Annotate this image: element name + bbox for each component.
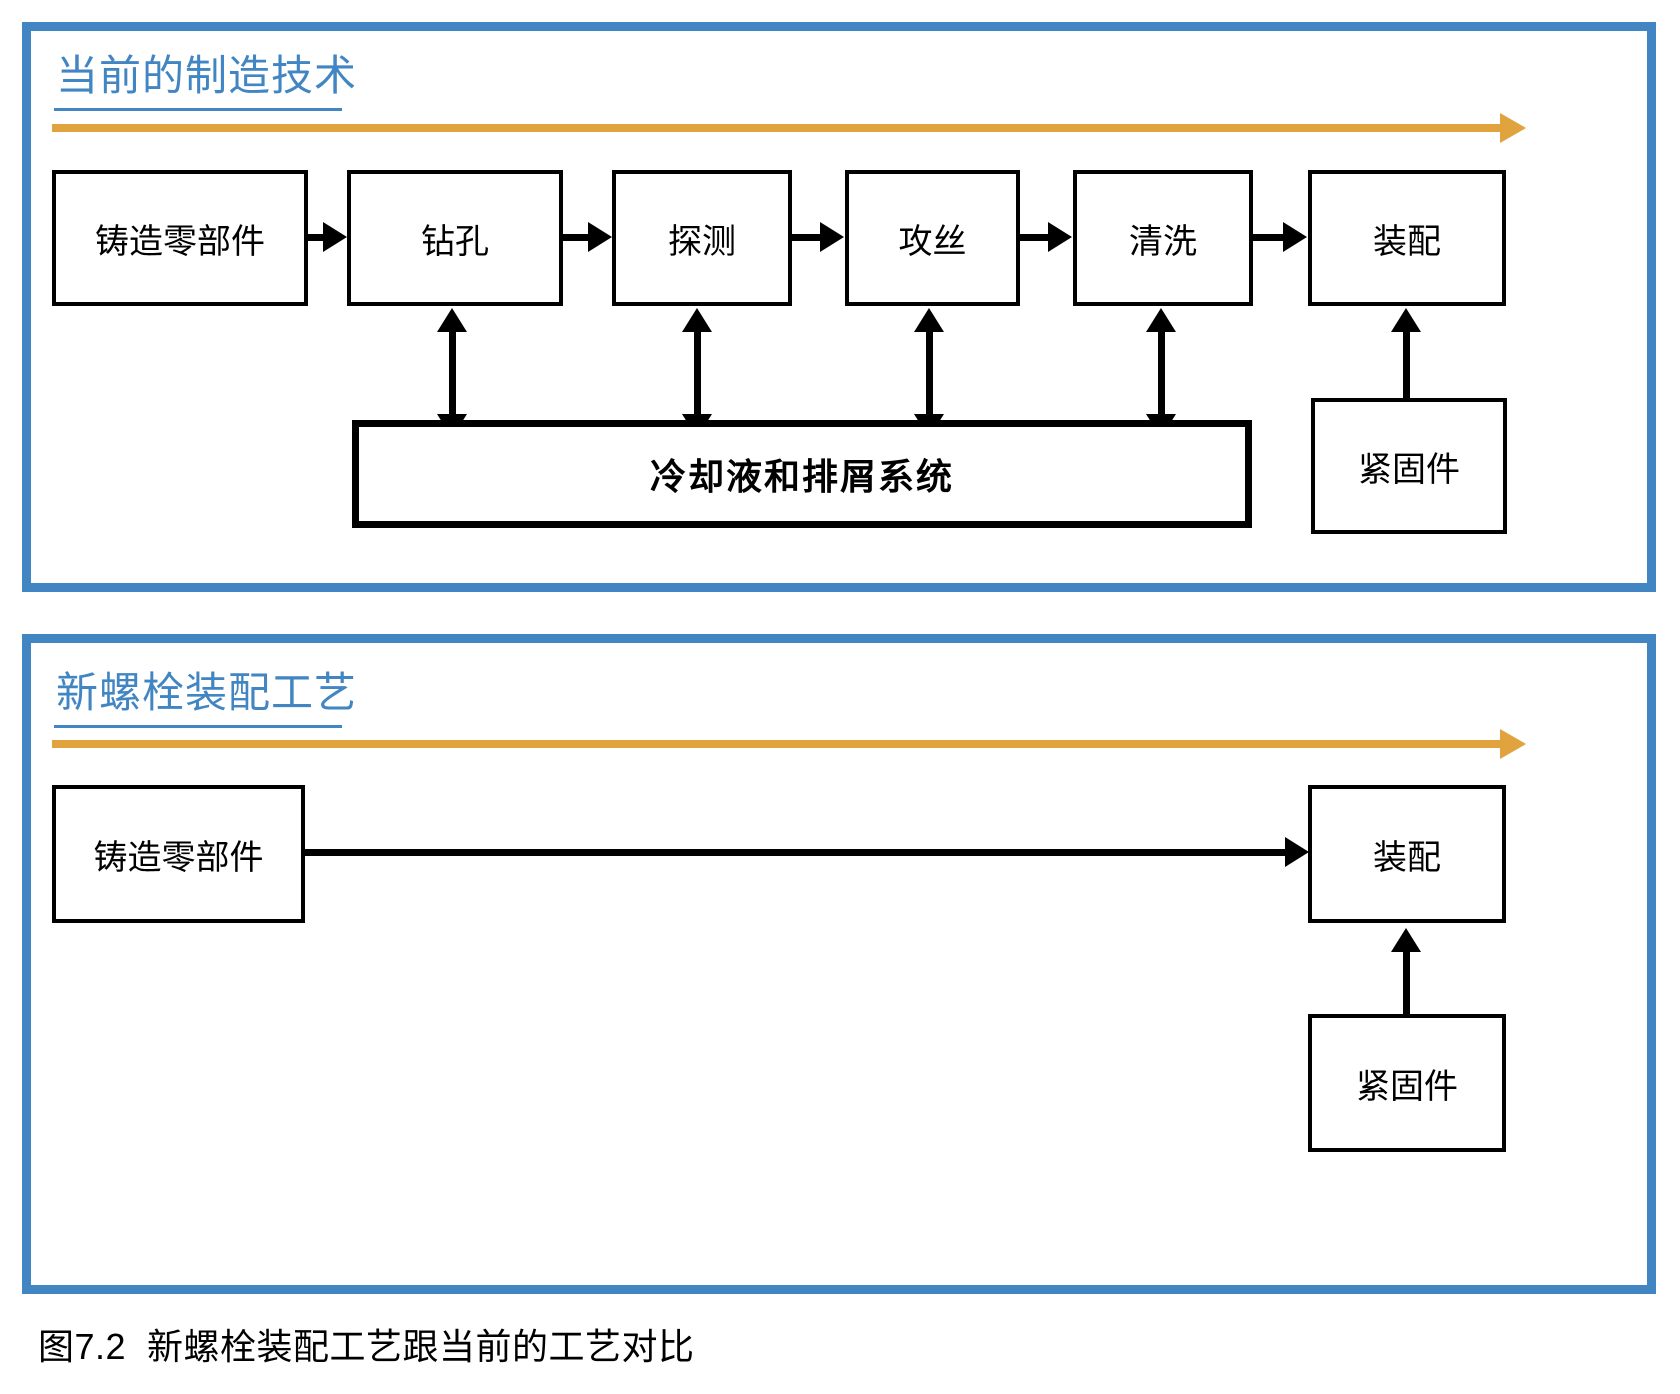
connector-line-washing-assembly xyxy=(1253,234,1285,241)
panel-current-title-underline xyxy=(54,108,342,111)
process-box-casting[interactable]: 铸造零部件 xyxy=(52,170,308,306)
process-box-fastener-new[interactable]: 紧固件 xyxy=(1308,1014,1506,1152)
bidir-line-probing-coolant xyxy=(694,330,701,416)
process-box-assembly[interactable]: 装配 xyxy=(1308,170,1506,306)
connector-line-tapping-washing xyxy=(1020,234,1050,241)
process-box-washing[interactable]: 清洗 xyxy=(1073,170,1253,306)
connector-line-probing-tapping xyxy=(792,234,822,241)
panel-new-title: 新螺栓装配工艺 xyxy=(56,669,358,716)
bidir-arrow-up-drilling-coolant xyxy=(437,308,467,332)
connector-arrow-tapping-washing xyxy=(1048,222,1072,252)
panel-current-timeline-arrow-head xyxy=(1500,113,1526,143)
bidir-line-drilling-coolant xyxy=(449,330,456,416)
connector-line-casting-assembly-new xyxy=(303,849,1289,856)
process-box-drilling[interactable]: 钻孔 xyxy=(347,170,563,306)
connector-arrow-casting-drilling xyxy=(323,222,347,252)
panel-current-timeline-arrow-line xyxy=(52,124,1500,132)
connector-line-casting-drilling xyxy=(308,234,328,241)
connector-line-fastener-assembly-current xyxy=(1403,330,1410,400)
connector-line-drilling-probing xyxy=(563,234,591,241)
connector-arrow-probing-tapping xyxy=(820,222,844,252)
figure-caption: 图7.2 新螺栓装配工艺跟当前的工艺对比 xyxy=(38,1326,695,1367)
process-box-casting-new[interactable]: 铸造零部件 xyxy=(52,785,305,923)
connector-arrow-drilling-probing xyxy=(588,222,612,252)
bidir-line-washing-coolant xyxy=(1158,330,1165,416)
panel-new-timeline-arrow-line xyxy=(52,740,1500,748)
bidir-arrow-up-washing-coolant xyxy=(1146,308,1176,332)
connector-arrow-washing-assembly xyxy=(1283,222,1307,252)
bidir-line-tapping-coolant xyxy=(926,330,933,416)
panel-new-bolt-assembly xyxy=(22,634,1656,1294)
bidir-arrow-up-probing-coolant xyxy=(682,308,712,332)
connector-line-fastener-assembly-new xyxy=(1403,950,1410,1018)
panel-new-title-underline xyxy=(54,725,342,728)
support-box-coolant-system[interactable]: 冷却液和排屑系统 xyxy=(352,420,1252,528)
connector-arrow-fastener-assembly-current xyxy=(1391,308,1421,332)
process-box-assembly-new[interactable]: 装配 xyxy=(1308,785,1506,923)
connector-arrow-casting-assembly-new xyxy=(1285,837,1309,867)
process-box-probing[interactable]: 探测 xyxy=(612,170,792,306)
panel-current-title: 当前的制造技术 xyxy=(56,52,358,99)
bidir-arrow-up-tapping-coolant xyxy=(914,308,944,332)
connector-arrow-fastener-assembly-new xyxy=(1391,928,1421,952)
process-box-fastener-current[interactable]: 紧固件 xyxy=(1311,398,1507,534)
process-box-tapping[interactable]: 攻丝 xyxy=(845,170,1020,306)
panel-new-timeline-arrow-head xyxy=(1500,729,1526,759)
